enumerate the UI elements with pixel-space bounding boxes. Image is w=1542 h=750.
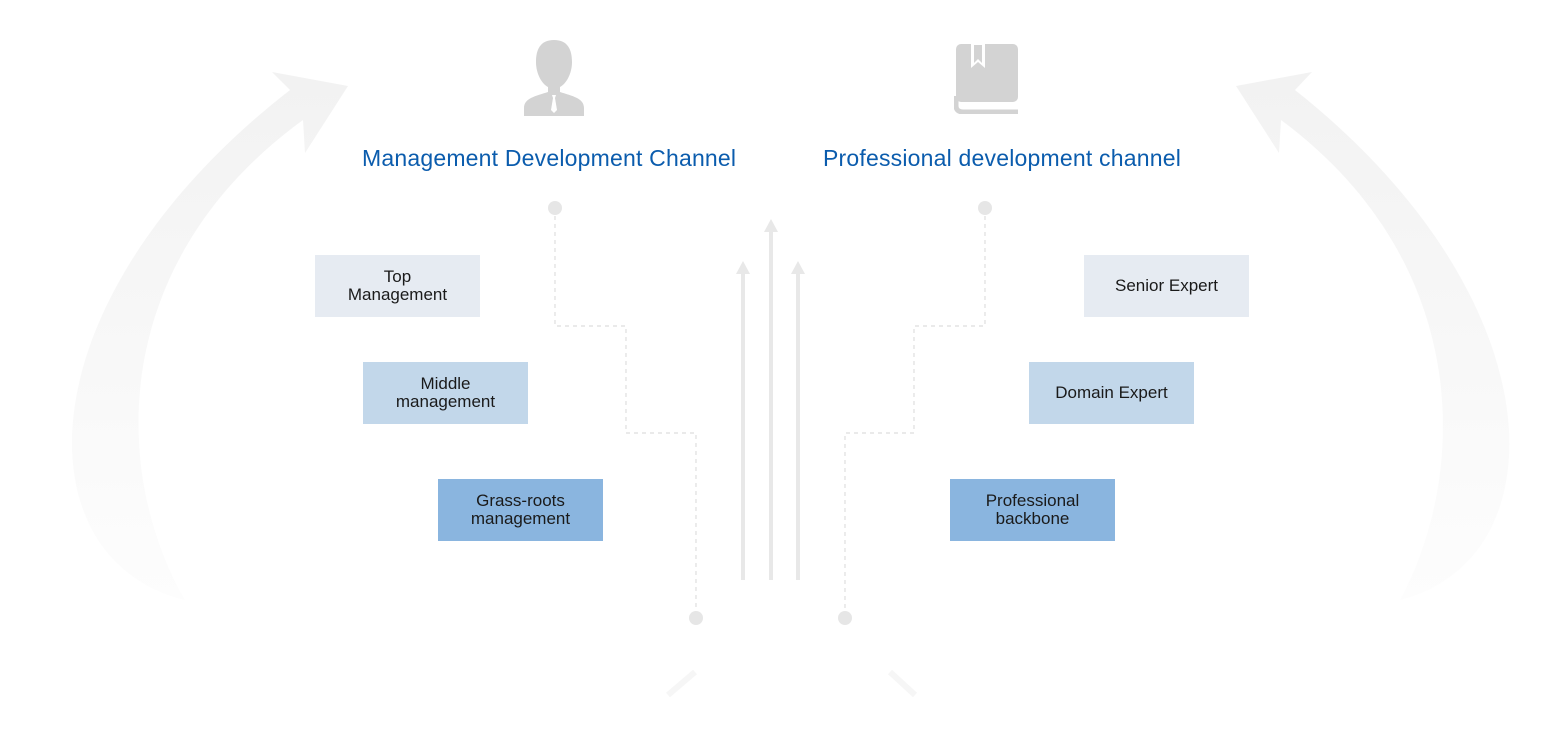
level-label: Management bbox=[347, 285, 448, 304]
connector-dot bbox=[548, 201, 562, 215]
level-label: Domain Expert bbox=[1055, 383, 1168, 402]
up-arrow-icon bbox=[764, 219, 778, 580]
level-domain-expert: Domain Expert bbox=[1029, 362, 1194, 424]
up-arrow-icon bbox=[791, 261, 805, 580]
book-bookmark-icon bbox=[954, 44, 1018, 114]
connector-dot bbox=[838, 611, 852, 625]
bottom-left-stroke bbox=[666, 669, 697, 698]
professional-channel-title: Professional development channel bbox=[823, 145, 1182, 171]
management-connector-line bbox=[554, 208, 697, 618]
level-label: Middle bbox=[420, 374, 471, 393]
level-senior-expert: Senior Expert bbox=[1084, 255, 1249, 317]
level-label: management bbox=[470, 509, 571, 528]
management-channel-title: Management Development Channel bbox=[362, 145, 737, 171]
center-arrows bbox=[736, 219, 805, 580]
bottom-right-stroke bbox=[887, 669, 918, 698]
connector-dot bbox=[689, 611, 703, 625]
level-grass-roots-management: Grass-roots management bbox=[438, 479, 603, 541]
level-top-management: Top Management bbox=[315, 255, 480, 317]
connector-dot bbox=[978, 201, 992, 215]
left-curved-arrow-icon bbox=[71, 72, 348, 600]
person-with-tie-icon bbox=[524, 40, 584, 116]
level-label: management bbox=[395, 392, 496, 411]
up-arrow-icon bbox=[736, 261, 750, 580]
level-professional-backbone: Professional backbone bbox=[950, 479, 1115, 541]
level-label: backbone bbox=[995, 509, 1070, 528]
level-label: Professional bbox=[985, 491, 1080, 510]
professional-connector-line bbox=[844, 208, 986, 618]
level-label: Senior Expert bbox=[1115, 276, 1218, 295]
level-label: Grass-roots bbox=[476, 491, 565, 510]
level-middle-management: Middle management bbox=[363, 362, 528, 424]
level-label: Top bbox=[383, 267, 412, 286]
right-curved-arrow-icon bbox=[1236, 72, 1510, 600]
